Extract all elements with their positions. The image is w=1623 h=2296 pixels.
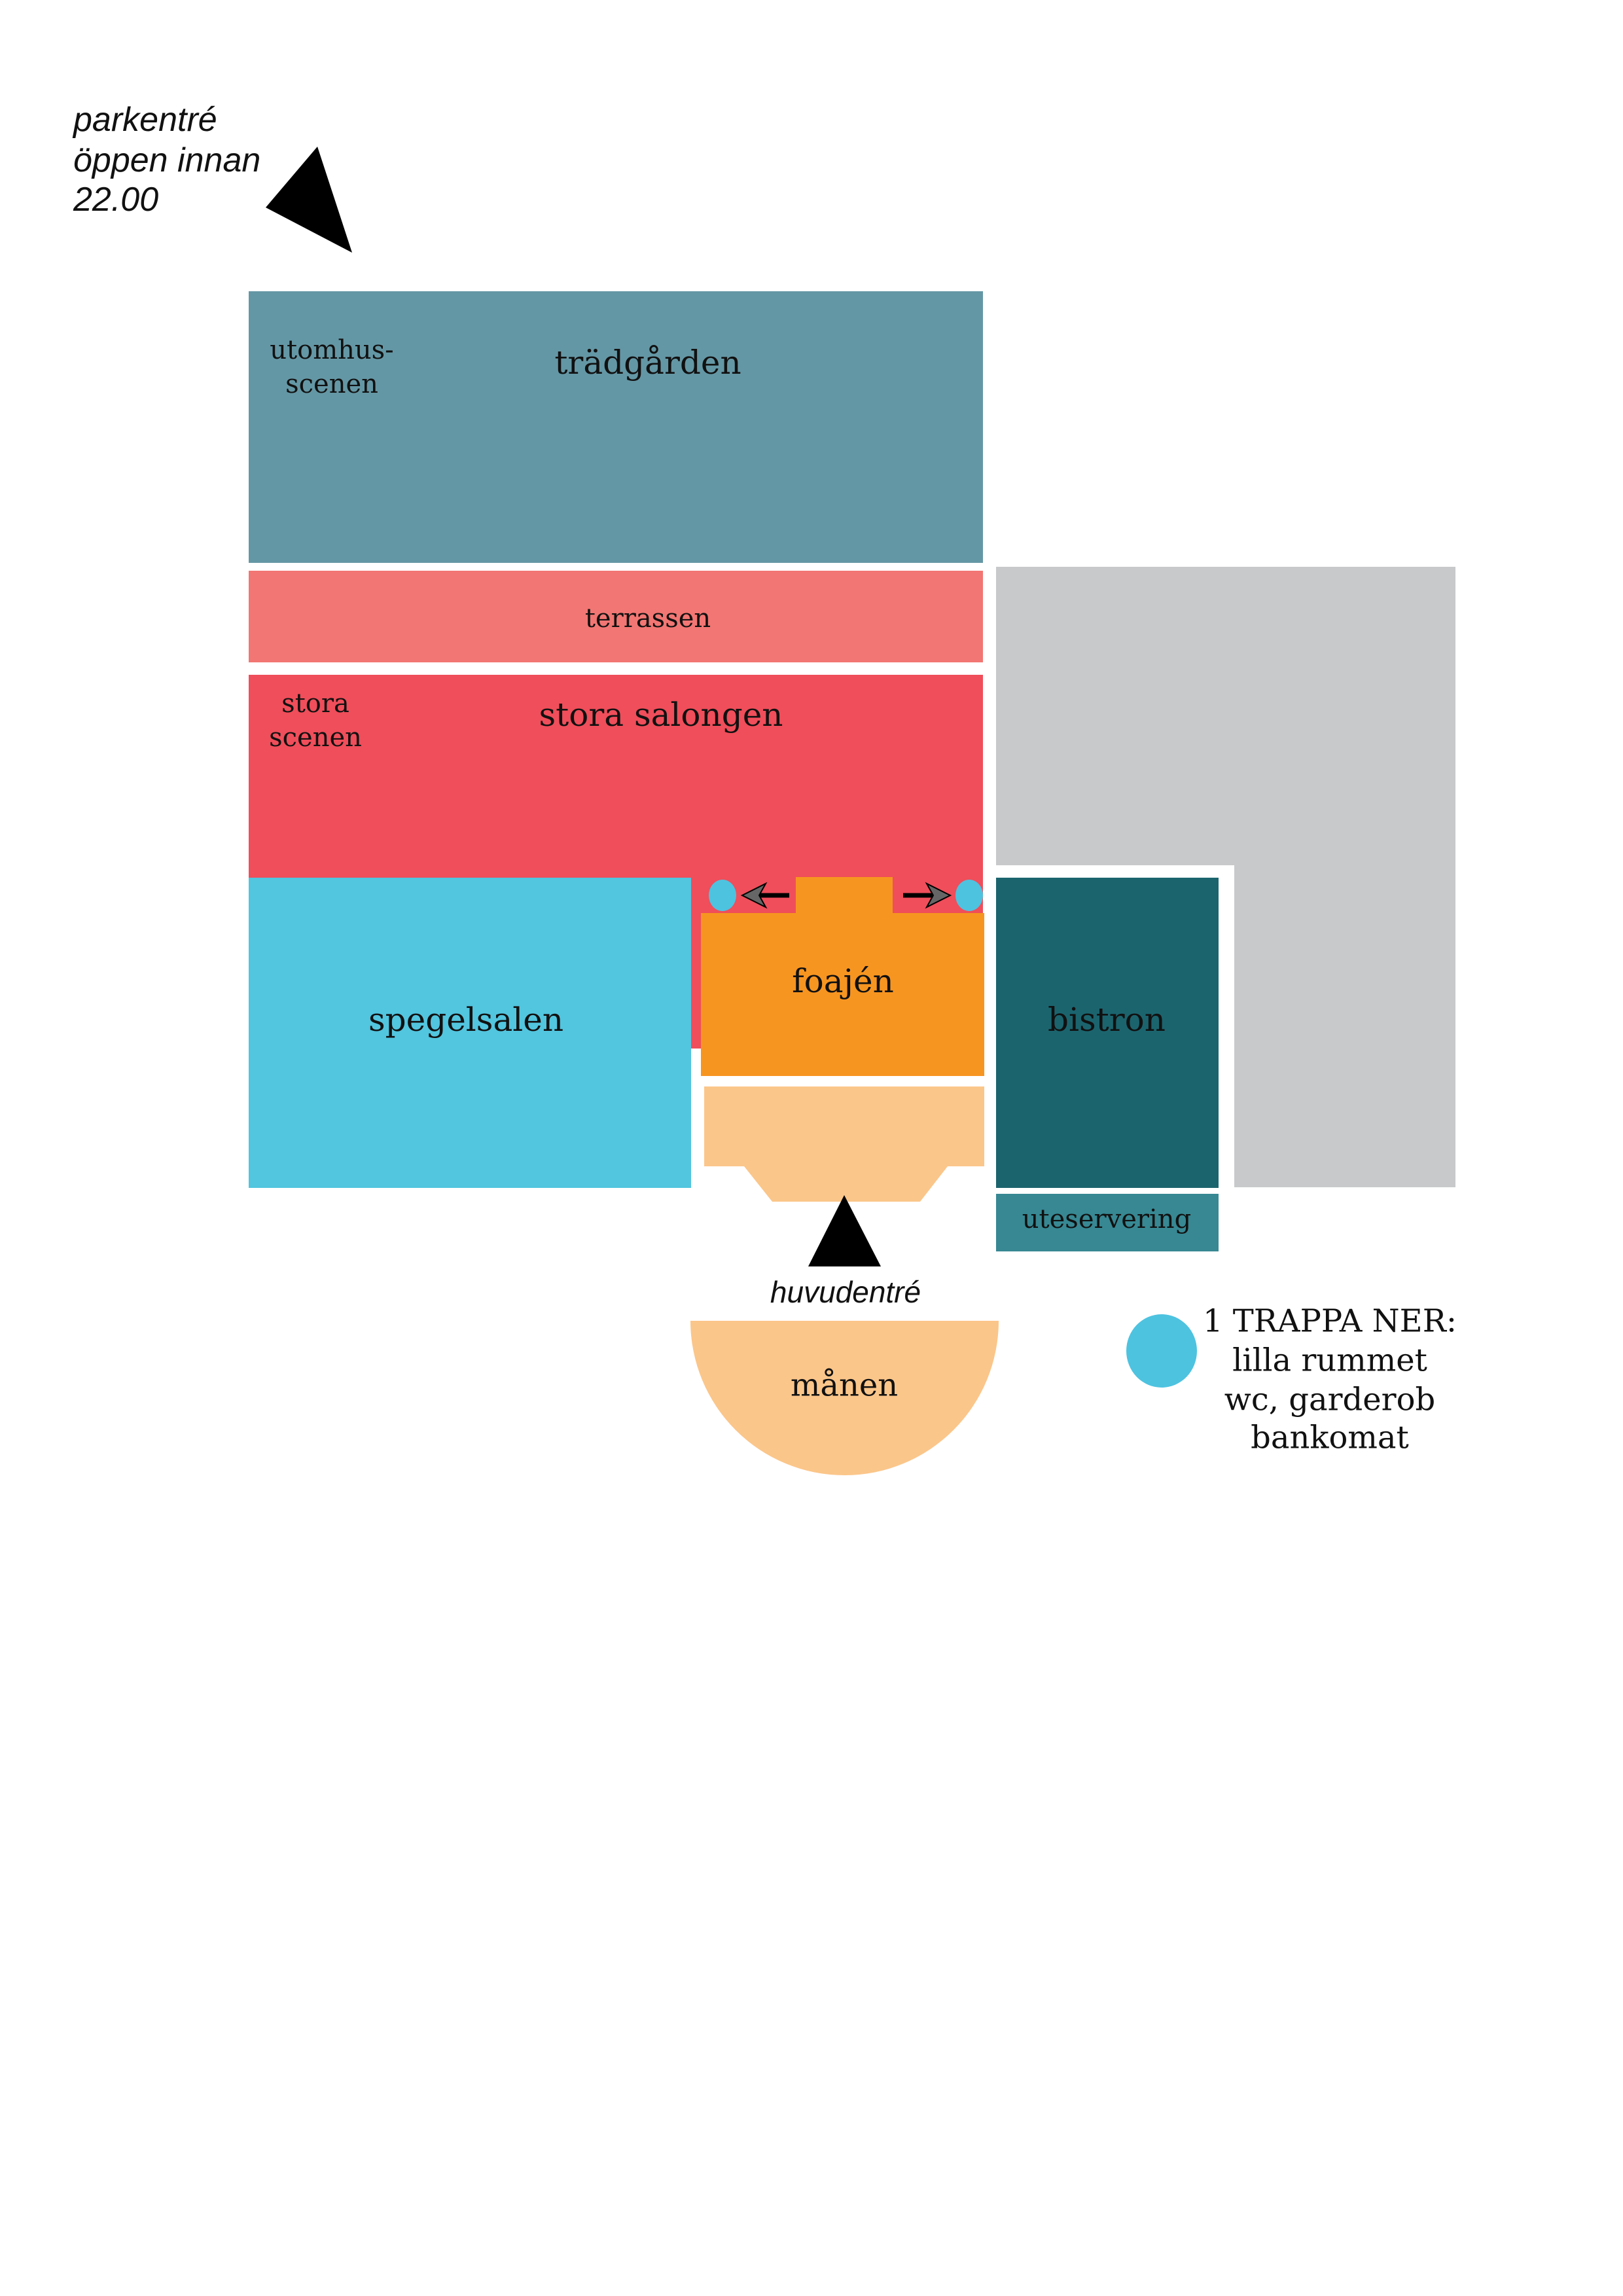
main-entrance-arrow-icon [808,1195,881,1266]
unused-area [996,567,1455,1187]
room-bistron[interactable] [996,878,1219,1188]
room-tradgarden[interactable] [249,291,983,563]
stora-scenen-label-2: scenen [269,723,362,753]
legend-line2: lilla rummet [1232,1342,1427,1379]
stora-salongen-label: stora salongen [539,696,783,734]
bistron-label: bistron [1048,1001,1166,1039]
room-manen[interactable] [690,1321,999,1475]
park-entrance-line1: parkentré [72,101,217,139]
arrow-right-icon [903,882,952,909]
entrance-hall[interactable] [704,1086,984,1202]
legend-line1: 1 TRAPPA NER: [1203,1303,1457,1340]
foajen-label: foajén [792,962,894,1000]
manen-label: månen [791,1367,898,1404]
utomhusscenen-label-2: scenen [285,369,378,399]
tradgarden-label: trädgården [554,344,741,382]
utomhusscenen-label-1: utomhus- [270,335,393,365]
room-spegelsalen[interactable] [249,878,691,1188]
arrow-left-icon [740,882,789,909]
main-entrance-label: huvudentré [770,1275,921,1309]
uteservering-label: uteservering [1022,1204,1191,1234]
park-entrance-line3: 22.00 [73,181,158,219]
park-entrance-line2: öppen innan [73,141,260,179]
park-entrance-arrow-icon [266,147,352,253]
stairs-dot-left-icon[interactable] [709,880,736,911]
spegelsalen-label: spegelsalen [368,1001,563,1039]
legend-line3: wc, garderob [1224,1382,1435,1418]
stora-scenen-label-1: stora [281,689,349,719]
room-terrassen[interactable] [249,571,983,662]
stairs-dot-right-icon[interactable] [955,880,983,911]
legend-line4: bankomat [1251,1420,1409,1456]
terrassen-label: terrassen [585,603,711,634]
stairs-legend-dot-icon [1126,1314,1197,1388]
room-foajen[interactable] [701,877,984,1076]
room-uteservering[interactable] [996,1194,1219,1251]
